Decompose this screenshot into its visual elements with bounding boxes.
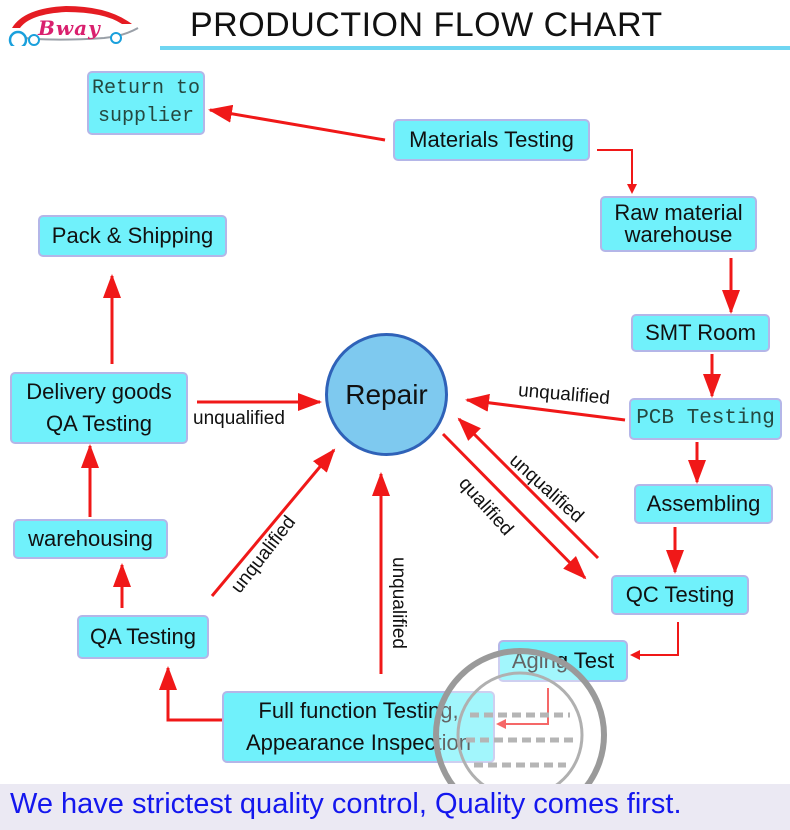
arrow-materials-to-return <box>208 104 386 142</box>
node-full-function-testing: Full function Testing, Appearance Inspec… <box>222 691 495 763</box>
node-qc-testing: QC Testing <box>611 575 749 615</box>
node-pcb-testing: PCB Testing <box>629 398 782 440</box>
footer-banner: We have strictest quality control, Quali… <box>0 784 790 830</box>
arrow-full-to-qa <box>159 666 222 722</box>
arrow-qc-to-repair <box>457 417 600 560</box>
node-assembling: Assembling <box>634 484 773 524</box>
node-delivery-goods-qa: Delivery goods QA Testing <box>10 372 188 444</box>
arrow-pcb-to-repair <box>465 393 626 422</box>
bway-logo <box>8 6 139 46</box>
page-title: PRODUCTION FLOW CHART <box>190 6 663 44</box>
node-smt-room: SMT Room <box>631 314 770 352</box>
node-raw-material-warehouse: Raw material warehouse <box>600 196 757 252</box>
label-full-unqualified: unqualified <box>387 557 409 649</box>
header: Bway PRODUCTION FLOW CHART <box>0 0 790 50</box>
node-return-to-supplier: Return to supplier <box>87 71 205 135</box>
arrow-qc-to-aging <box>630 622 679 660</box>
arrow-aging-to-full <box>496 688 549 729</box>
label-delivery-unqualified: unqualified <box>193 408 285 429</box>
logo-text: Bway <box>38 16 101 40</box>
arrow-repair-to-qc <box>441 432 587 580</box>
node-warehousing: warehousing <box>13 519 168 559</box>
node-materials-testing: Materials Testing <box>393 119 590 161</box>
node-repair: Repair <box>325 333 448 456</box>
node-qa-testing: QA Testing <box>77 615 209 659</box>
footer-slogan: We have strictest quality control, Quali… <box>10 788 682 820</box>
header-rule <box>160 46 790 50</box>
node-pack-shipping: Pack & Shipping <box>38 215 227 257</box>
arrow-materials-to-raw <box>597 149 637 194</box>
arrow-qa-to-repair <box>210 448 336 597</box>
